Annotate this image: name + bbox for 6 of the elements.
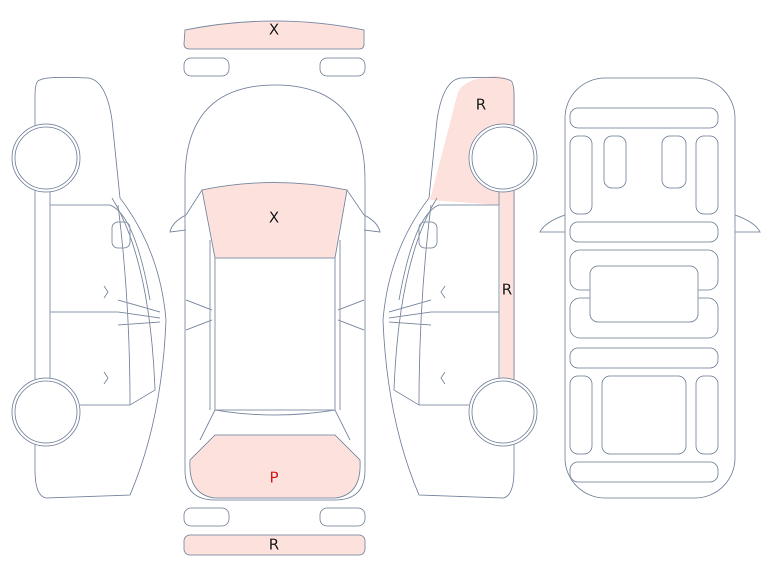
damage-code: X xyxy=(268,22,280,38)
damage-code: R xyxy=(268,536,280,554)
damage-code: R xyxy=(502,282,512,298)
damage-code: X xyxy=(268,210,280,226)
damage-code: R xyxy=(476,96,486,114)
damage-code: P xyxy=(269,470,279,486)
